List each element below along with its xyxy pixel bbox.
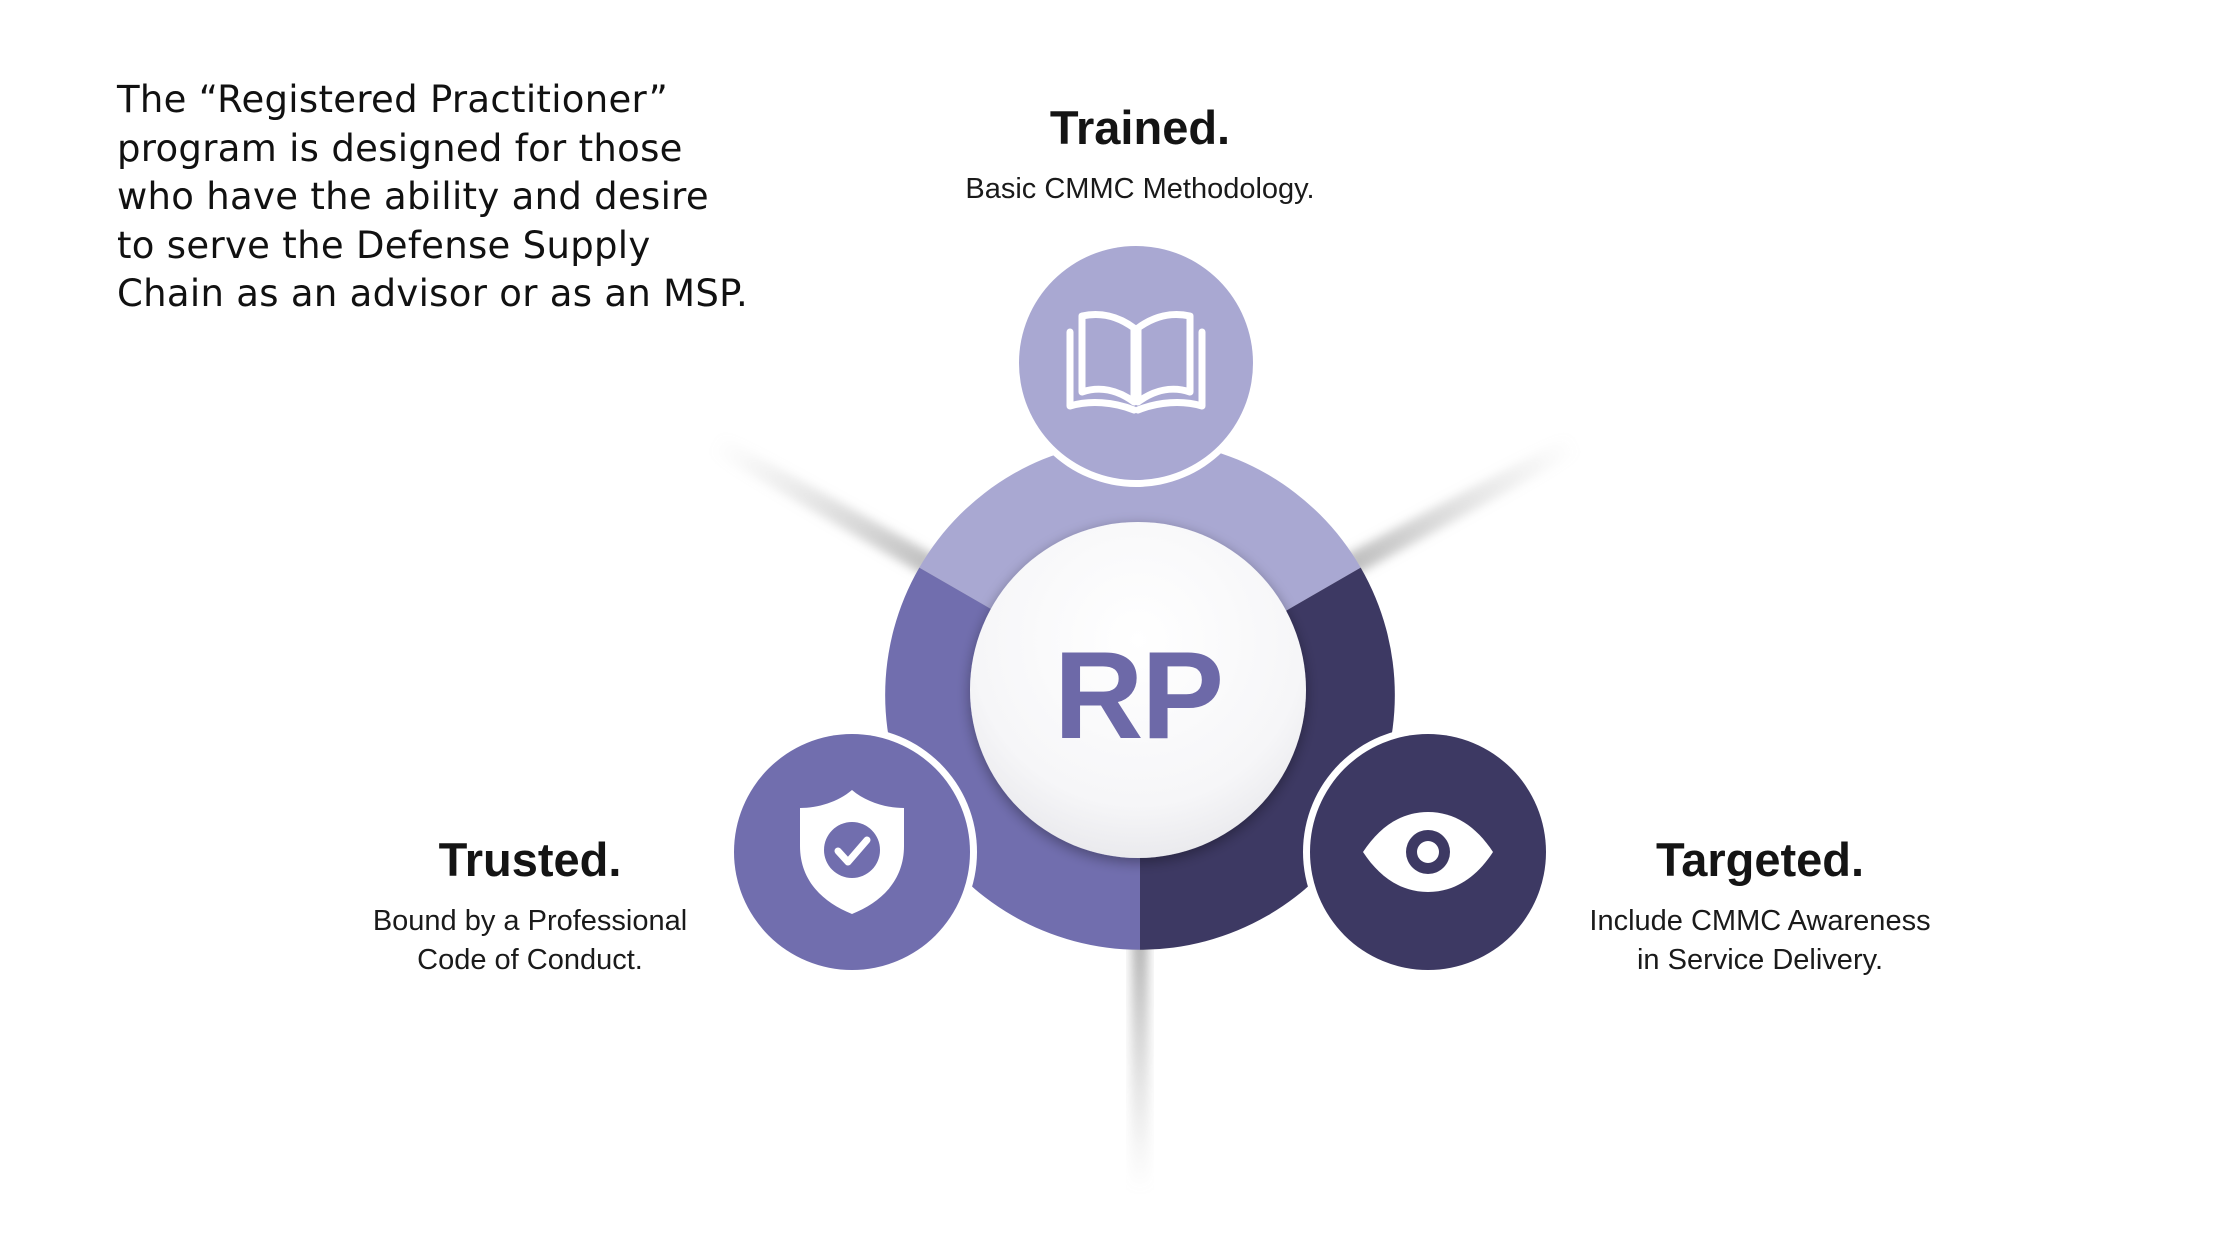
- trusted-description: Bound by a Professional Code of Conduct.: [300, 902, 760, 980]
- trusted-description-line: Code of Conduct.: [417, 944, 643, 976]
- intro-line: to serve the Defense Supply: [117, 223, 651, 267]
- satellite-trusted: [727, 727, 977, 977]
- satellite-trained: [1012, 239, 1260, 487]
- open-book-icon: [1066, 311, 1206, 414]
- targeted-description-line: Include CMMC Awareness: [1589, 905, 1931, 937]
- intro-line: who have the ability and desire: [117, 175, 709, 218]
- trusted-label: Trusted. Bound by a Professional Code of…: [300, 832, 760, 980]
- shadow-beam-down: [1130, 930, 1150, 1190]
- shield-check-icon: [800, 790, 904, 914]
- targeted-title: Targeted.: [1655, 833, 1865, 886]
- trusted-title: Trusted.: [438, 833, 622, 886]
- eye-icon: [1363, 812, 1493, 892]
- trained-description-line: Basic CMMC Methodology.: [965, 173, 1315, 205]
- trusted-description-line: Bound by a Professional: [372, 905, 688, 937]
- intro-line: Chain as an advisor or as an MSP.: [117, 272, 749, 315]
- trained-title: Trained.: [1049, 101, 1231, 154]
- targeted-label: Targeted. Include CMMC Awareness in Serv…: [1520, 832, 2000, 980]
- intro-line: The “Registered Practitioner”: [117, 78, 669, 121]
- satellite-targeted: [1303, 727, 1553, 977]
- targeted-description-line: in Service Delivery.: [1636, 944, 1884, 976]
- center-circle: [970, 522, 1306, 858]
- intro-line: program is designed for those: [117, 126, 683, 170]
- intro-paragraph: The “Registered Practitioner” program is…: [117, 76, 837, 319]
- trained-label: Trained. Basic CMMC Methodology.: [840, 100, 1440, 209]
- trained-description: Basic CMMC Methodology.: [840, 170, 1440, 209]
- targeted-description: Include CMMC Awareness in Service Delive…: [1520, 902, 2000, 980]
- center-label: RP: [1054, 627, 1222, 765]
